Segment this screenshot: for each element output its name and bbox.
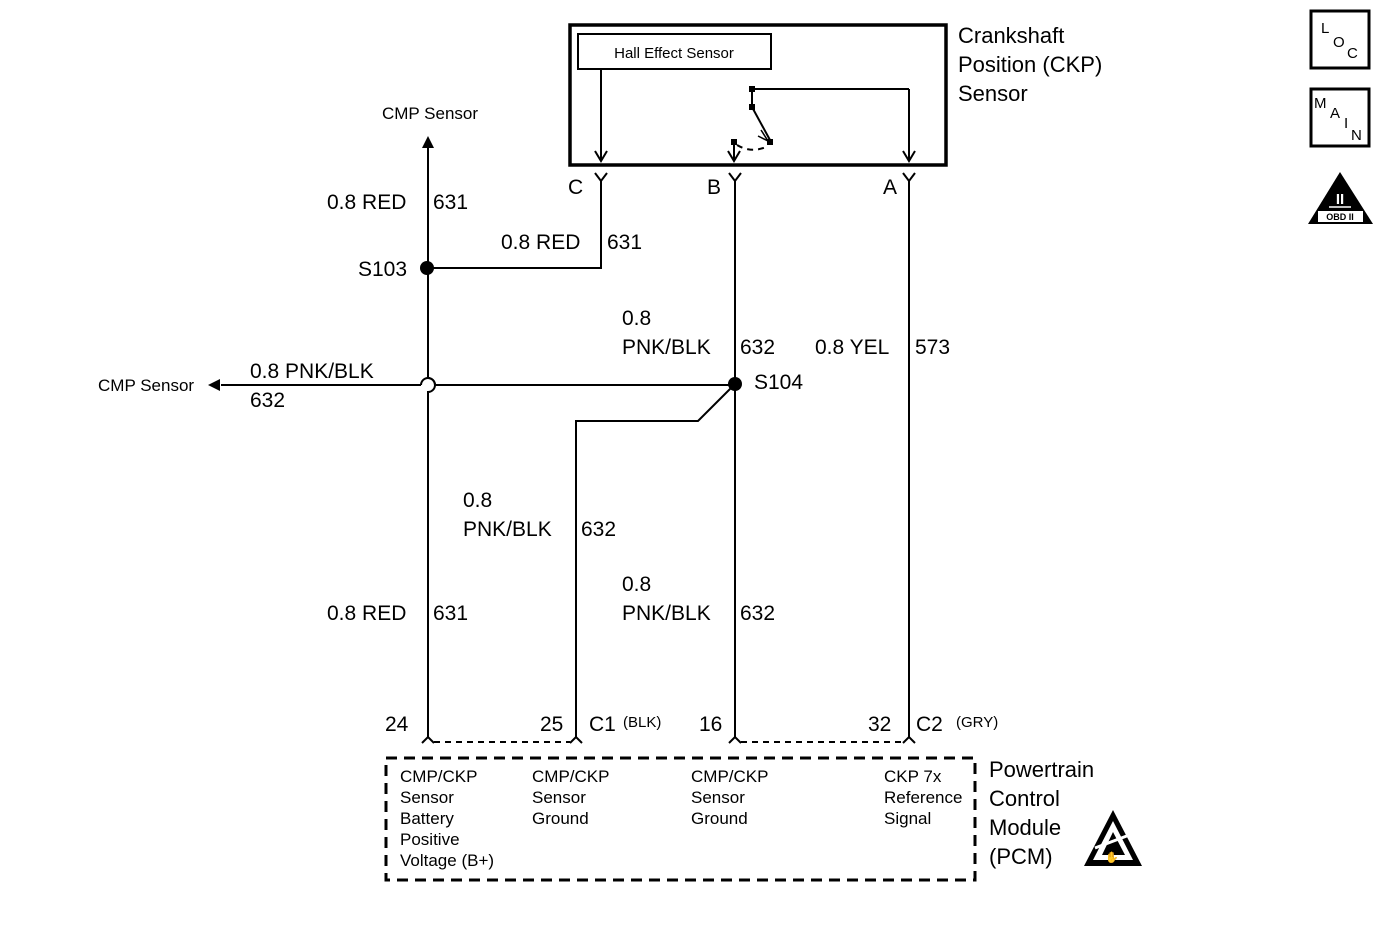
pin-16-connector bbox=[728, 735, 742, 744]
main-icon-letter: M bbox=[1314, 95, 1327, 112]
splice-s104-label: S104 bbox=[754, 371, 803, 394]
wire-631-branch bbox=[427, 181, 602, 269]
obd-ii-icon[interactable]: II OBD II bbox=[1308, 172, 1373, 224]
ckp-sensor-title-line1: Crankshaft bbox=[958, 23, 1064, 48]
wire-circuit-red-upper: 631 bbox=[433, 191, 468, 214]
wire-gauge-pnk-b-upper: 0.8 bbox=[622, 307, 651, 330]
splice-s103-label: S103 bbox=[358, 258, 407, 281]
pcm-function-line: Reference bbox=[884, 788, 962, 807]
pin-16-label: 16 bbox=[699, 713, 722, 736]
wire-gauge-pnk-ground: 0.8 bbox=[463, 489, 492, 512]
pcm-function-line: CMP/CKP bbox=[532, 767, 609, 786]
main-icon-letter: A bbox=[1330, 105, 1340, 122]
cmp-sensor-up-label: CMP Sensor bbox=[382, 104, 478, 123]
wire-631-red bbox=[427, 145, 436, 737]
wire-circuit-pnk-b-lower: 632 bbox=[740, 602, 775, 625]
pcm-function-line: Sensor bbox=[400, 788, 454, 807]
terminal-c-connector bbox=[594, 172, 608, 183]
pcm-function-line: CMP/CKP bbox=[400, 767, 477, 786]
ckp-sensor: Hall Effect Sensor C B A Crankshaft bbox=[568, 23, 1102, 199]
wire-label-red-branch: 0.8 RED bbox=[501, 231, 580, 254]
obd-ii-numeral: II bbox=[1336, 191, 1344, 208]
ckp-sensor-title-line2: Position (CKP) bbox=[958, 52, 1102, 77]
pcm-function-25: CMP/CKP Sensor Ground bbox=[532, 767, 609, 828]
pcm-function-line: Ground bbox=[532, 809, 589, 828]
pcm-title-line2: Control bbox=[989, 786, 1060, 811]
main-icon[interactable]: M A I N bbox=[1309, 87, 1371, 148]
ckp-sensor-title-line3: Sensor bbox=[958, 81, 1028, 106]
main-icon-letter: N bbox=[1351, 127, 1362, 144]
wire-circuit-pnk-ground: 632 bbox=[581, 518, 616, 541]
wire-color-pnk-ground: PNK/BLK bbox=[463, 518, 552, 541]
obd-ii-label: OBD II bbox=[1326, 212, 1354, 222]
pcm-function-line: Signal bbox=[884, 809, 931, 828]
wire-color-pnk-b-lower: PNK/BLK bbox=[622, 602, 711, 625]
connector-c2-color: (GRY) bbox=[956, 714, 998, 731]
connector-c2-name: C2 bbox=[916, 713, 943, 736]
wire-label-pnk-left: 0.8 PNK/BLK bbox=[250, 360, 374, 383]
hall-effect-sensor-label: Hall Effect Sensor bbox=[614, 45, 734, 62]
svg-text:✋: ✋ bbox=[1105, 851, 1119, 864]
wire-label-red-lower: 0.8 RED bbox=[327, 602, 406, 625]
terminal-a-label: A bbox=[883, 176, 897, 199]
ckp-sensor-box bbox=[568, 23, 948, 167]
pcm-function-24: CMP/CKP Sensor Battery Positive Voltage … bbox=[400, 767, 494, 870]
pcm-function-line: Voltage (B+) bbox=[400, 851, 494, 870]
wire-circuit-yel: 573 bbox=[915, 336, 950, 359]
connector-c1-name: C1 bbox=[589, 713, 616, 736]
wire-circuit-pnk-left: 632 bbox=[250, 389, 285, 412]
pcm-function-line: Sensor bbox=[691, 788, 745, 807]
cmp-sensor-left-label: CMP Sensor bbox=[98, 376, 194, 395]
pin-24-label: 24 bbox=[385, 713, 409, 736]
pin-32-label: 32 bbox=[868, 713, 891, 736]
wire-gauge-pnk-b-lower: 0.8 bbox=[622, 573, 651, 596]
pin-24-connector bbox=[421, 735, 435, 744]
wire-632-ground-branch bbox=[575, 383, 736, 737]
terminal-a-connector bbox=[902, 172, 916, 183]
pcm-title-line3: Module bbox=[989, 815, 1061, 840]
esd-warning-icon: ✋ bbox=[1084, 810, 1142, 866]
terminal-b-connector bbox=[728, 172, 742, 183]
terminal-b-label: B bbox=[707, 176, 721, 199]
connector-c1-color: (BLK) bbox=[623, 714, 661, 731]
wire-circuit-red-branch: 631 bbox=[607, 231, 642, 254]
pcm-function-32: CKP 7x Reference Signal bbox=[884, 767, 962, 828]
pcm: 24 25 16 32 C1 (BLK) C2 (GRY) CMP/CKP Se… bbox=[384, 713, 1142, 882]
loc-icon[interactable]: L O C bbox=[1309, 9, 1371, 70]
pcm-function-line: CMP/CKP bbox=[691, 767, 768, 786]
wire-circuit-red-lower: 631 bbox=[433, 602, 468, 625]
wire-color-pnk-b-upper: PNK/BLK bbox=[622, 336, 711, 359]
pcm-title-line4: (PCM) bbox=[989, 844, 1053, 869]
pin-25-label: 25 bbox=[540, 713, 563, 736]
hall-effect-sensor-box bbox=[577, 33, 772, 70]
pcm-function-16: CMP/CKP Sensor Ground bbox=[691, 767, 768, 828]
pcm-function-line: Sensor bbox=[532, 788, 586, 807]
terminal-c-label: C bbox=[568, 176, 583, 199]
cmp-sensor-left-arrow bbox=[208, 379, 220, 391]
wire-circuit-pnk-b-upper: 632 bbox=[740, 336, 775, 359]
loc-icon-letter: C bbox=[1347, 45, 1358, 62]
pcm-function-line: CKP 7x bbox=[884, 767, 942, 786]
pcm-function-line: Positive bbox=[400, 830, 460, 849]
pin-25-connector bbox=[569, 735, 583, 744]
main-icon-letter: I bbox=[1344, 115, 1348, 132]
pcm-function-line: Ground bbox=[691, 809, 748, 828]
wire-label-yel: 0.8 YEL bbox=[815, 336, 889, 359]
pcm-function-line: Battery bbox=[400, 809, 454, 828]
switch-contact bbox=[731, 139, 737, 145]
wire-label-red-upper: 0.8 RED bbox=[327, 191, 406, 214]
pin-32-connector bbox=[902, 735, 916, 744]
cmp-sensor-up-arrow bbox=[422, 136, 434, 148]
loc-icon-letter: O bbox=[1333, 34, 1345, 51]
pcm-box bbox=[384, 756, 977, 882]
pcm-title-line1: Powertrain bbox=[989, 757, 1094, 782]
loc-icon-letter: L bbox=[1321, 20, 1329, 37]
switch-contact bbox=[767, 139, 773, 145]
wiring: CMP Sensor S103 S104 CMP Sensor 0.8 RED … bbox=[98, 104, 950, 737]
